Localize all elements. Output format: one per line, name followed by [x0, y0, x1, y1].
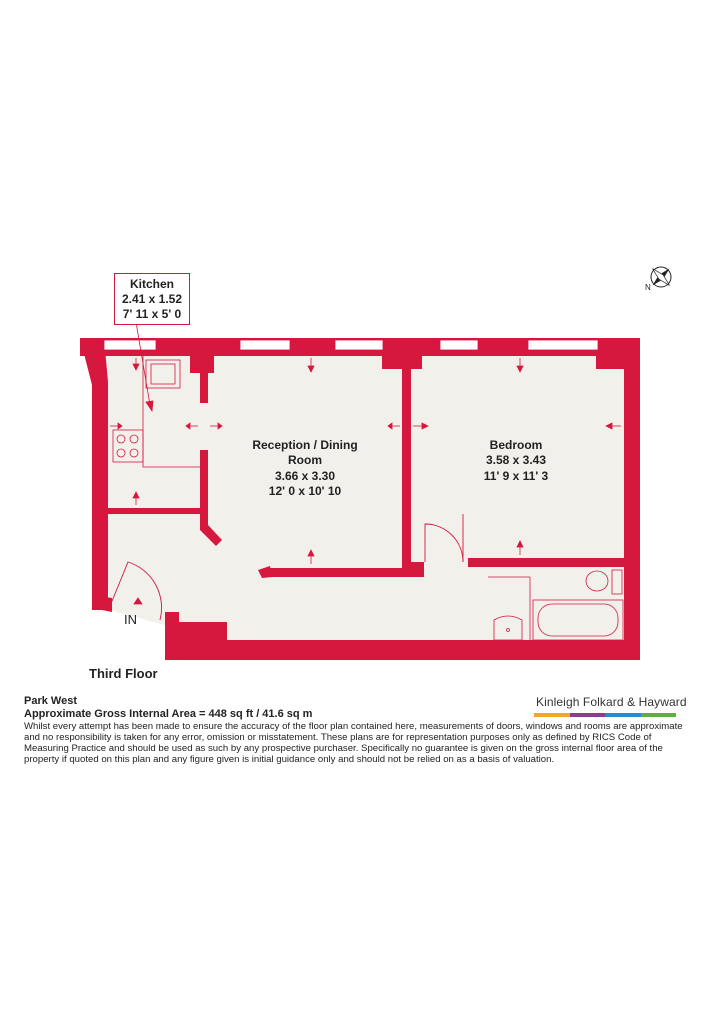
bedroom-name: Bedroom [490, 438, 543, 452]
disclaimer: Whilst every attempt has been made to en… [24, 721, 683, 765]
brand-bar-segment [640, 713, 676, 717]
reception-name: Reception / Dining [252, 438, 357, 452]
kitchen-metric: 2.41 x 1.52 [121, 292, 183, 306]
compass-north-label: N [645, 283, 651, 292]
brand-bar-segment [569, 713, 605, 717]
bathroom-fittings [488, 569, 624, 641]
brand-logo: Kinleigh Folkard & Hayward [536, 695, 687, 709]
reception-name-line2: Room [288, 453, 322, 467]
property-name: Park West [24, 695, 77, 707]
kitchen-label-box: Kitchen 2.41 x 1.52 7' 11 x 5' 0 [114, 273, 190, 325]
footer: Park West Approximate Gross Internal Are… [24, 695, 694, 765]
dimension-arrows [110, 321, 621, 605]
toilet-icon [585, 570, 609, 592]
brand-bar-segment [534, 713, 570, 717]
reception-imperial: 12' 0 x 10' 10 [269, 484, 342, 498]
bedroom-imperial: 11' 9 x 11' 3 [484, 469, 549, 483]
entrance-label: IN [124, 612, 137, 627]
kitchen-name: Kitchen [129, 277, 174, 291]
kitchen-imperial: 7' 11 x 5' 0 [122, 307, 182, 321]
doors [109, 514, 464, 621]
compass-icon [650, 266, 672, 288]
brand-bar-segment [605, 713, 641, 717]
brand-color-bar [534, 713, 676, 717]
walls [80, 338, 640, 660]
hob-icon [112, 429, 144, 463]
gross-internal-area: Approximate Gross Internal Area = 448 sq… [24, 708, 313, 720]
basin-icon [493, 615, 523, 641]
sink-icon [145, 359, 181, 389]
floor-area [104, 355, 630, 645]
bath-icon [532, 599, 624, 641]
windows [103, 339, 599, 351]
kitchen-fittings [112, 355, 200, 468]
floor-name: Third Floor [89, 666, 158, 681]
reception-metric: 3.66 x 3.30 [275, 469, 335, 483]
bedroom-metric: 3.58 x 3.43 [486, 453, 546, 467]
